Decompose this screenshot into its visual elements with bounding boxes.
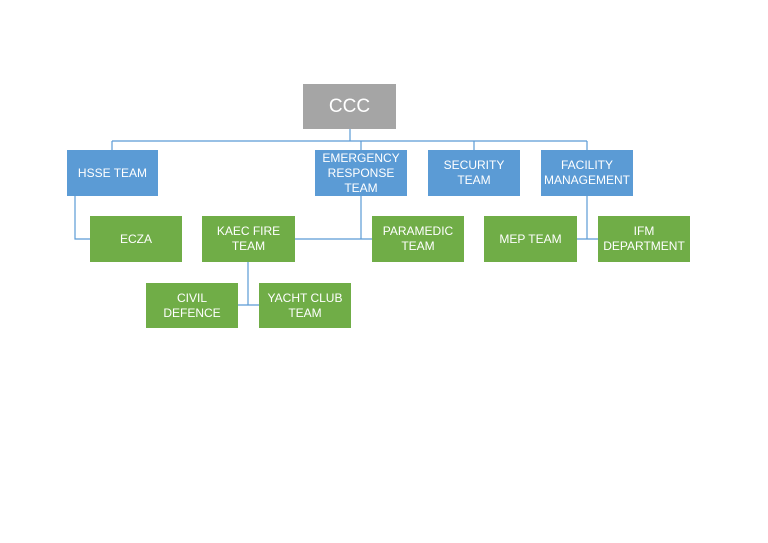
paramedic-team-node: PARAMEDIC TEAM [372,216,464,262]
facility-management-node: FACILITY MANAGEMENT [541,150,633,196]
civil-defence-node: CIVIL DEFENCE [146,283,238,328]
mep-team-node: MEP TEAM [484,216,577,262]
hsse-team-node: HSSE TEAM [67,150,158,196]
ifm-department-node: IFM DEPARTMENT [598,216,690,262]
security-team-node: SECURITY TEAM [428,150,520,196]
ccc-node: CCC [303,84,396,129]
kaec-fire-team-node: KAEC FIRE TEAM [202,216,295,262]
emergency-response-team-node: EMERGENCY RESPONSE TEAM [315,150,407,196]
ecza-node: ECZA [90,216,182,262]
yacht-club-team-node: YACHT CLUB TEAM [259,283,351,328]
